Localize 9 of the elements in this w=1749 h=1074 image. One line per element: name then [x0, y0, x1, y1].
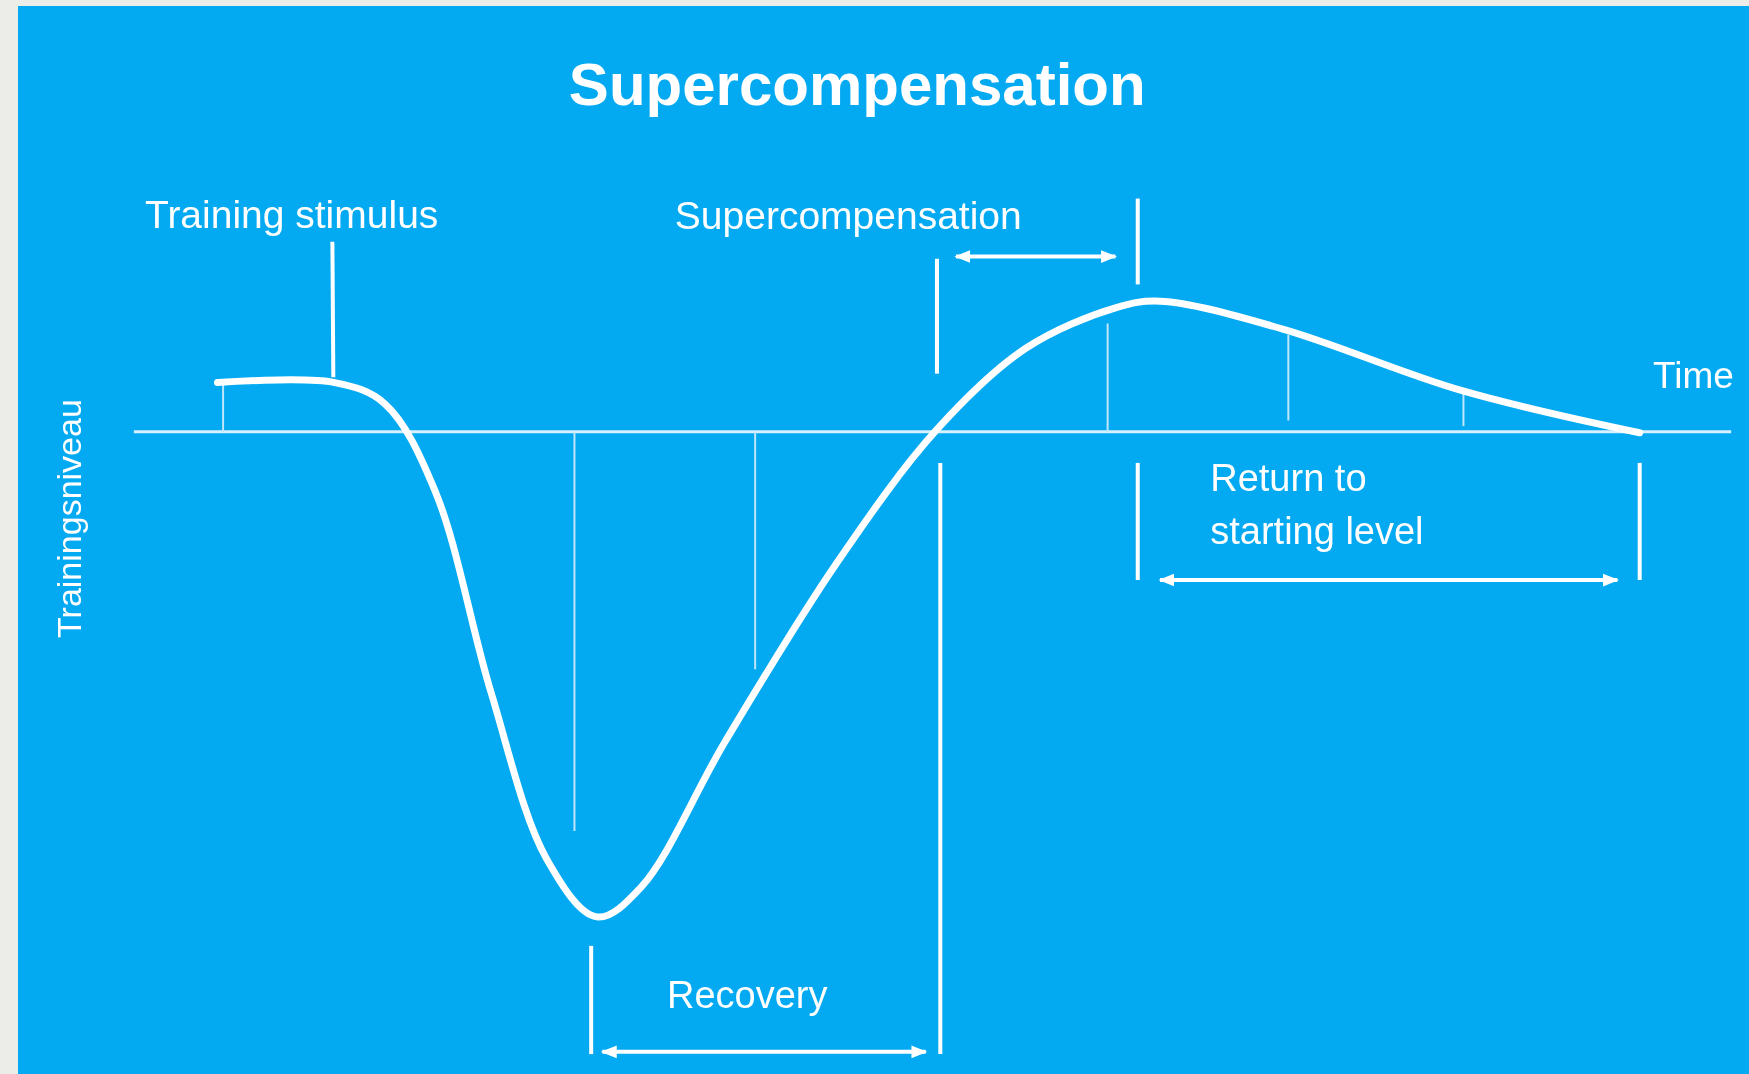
dimension-label: Recovery — [667, 973, 828, 1018]
leader-line — [330, 241, 336, 378]
dimension-label: Supercompensation — [674, 194, 1022, 239]
supercompensation-curve — [214, 297, 1644, 921]
axis-label: Time — [1653, 354, 1734, 398]
title: Supercompensation — [568, 50, 1146, 120]
axis-label: Trainingsniveau — [49, 399, 89, 639]
dimension-label: Return to starting level — [1210, 455, 1425, 554]
callout-label: Training stimulus — [145, 192, 520, 238]
